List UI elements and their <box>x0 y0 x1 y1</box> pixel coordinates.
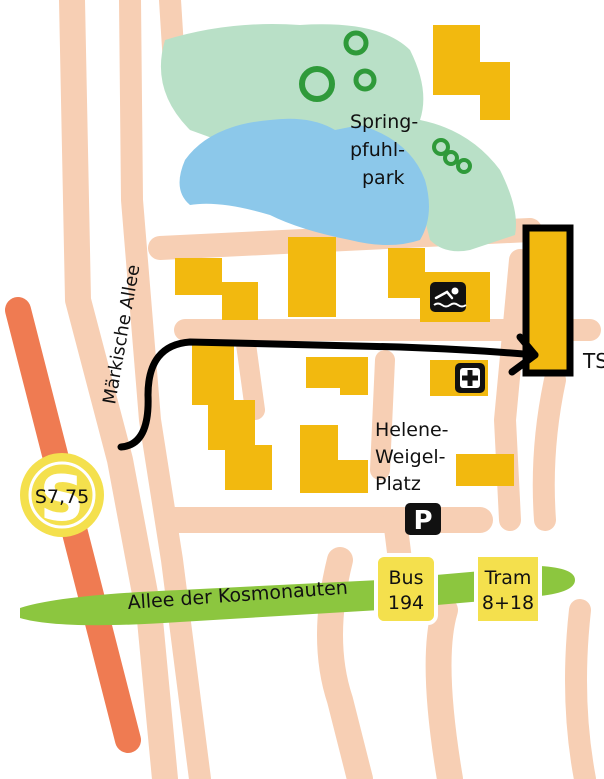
square-label-line2: Weigel- <box>375 446 446 468</box>
road-east <box>494 249 531 531</box>
tree-icon <box>443 150 459 166</box>
tram-label-line2: 8+18 <box>482 592 534 614</box>
parking-icon[interactable]: P <box>405 503 441 536</box>
sbahn-stop[interactable]: S S7,75 <box>20 453 104 537</box>
tram-stop[interactable]: Tram 8+18 <box>474 553 542 625</box>
building <box>300 425 368 493</box>
bus-stop[interactable]: Bus 194 <box>374 553 438 625</box>
parking-label: P <box>413 506 432 536</box>
tree-icon <box>299 66 335 102</box>
bus-label-line2: 194 <box>388 592 424 614</box>
sbahn-icon: S <box>40 462 85 535</box>
road-inner-south <box>370 350 395 480</box>
route-arrow-icon <box>117 333 539 451</box>
park-label-line2: pfuhl- <box>350 139 405 161</box>
building <box>456 454 514 486</box>
tree-icon <box>353 68 377 92</box>
destination-label: TS <box>582 349 604 373</box>
tram-label-line1: Tram <box>484 567 532 589</box>
park-label-line3: park <box>362 167 405 189</box>
hospital-cross-icon[interactable] <box>455 363 485 393</box>
square-label-line3: Platz <box>375 473 421 495</box>
road-network <box>59 0 601 779</box>
road-south-east <box>425 597 463 779</box>
swimming-icon[interactable] <box>430 282 467 312</box>
building <box>433 25 510 120</box>
building <box>306 357 368 395</box>
building <box>175 258 258 320</box>
tree-icon <box>432 138 450 156</box>
road-east-loop <box>532 369 566 531</box>
park-label-line1: Spring- <box>350 111 418 133</box>
road-south-curve <box>317 547 373 779</box>
bus-label-line1: Bus <box>389 567 424 589</box>
building <box>288 237 336 317</box>
pond <box>179 118 429 245</box>
building <box>192 345 272 490</box>
square-label-line1: Helene- <box>375 419 449 441</box>
tree-icon <box>456 158 472 174</box>
sbahn-lines-label: S7,75 <box>35 486 89 508</box>
road-south-far-east <box>565 599 596 779</box>
road-maerkische-allee <box>59 0 178 779</box>
tree-icon <box>343 30 369 56</box>
trees <box>299 30 472 174</box>
